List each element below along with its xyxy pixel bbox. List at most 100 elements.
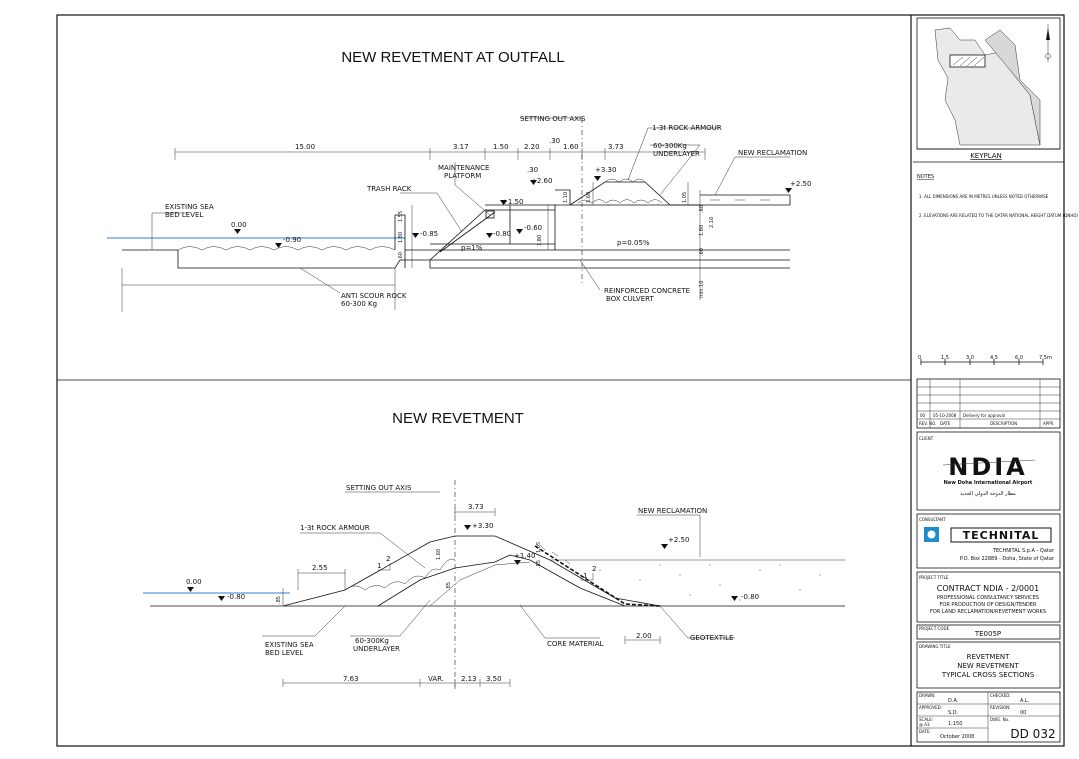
drawing-title-line-1: REVETMENT [967,653,1010,661]
section1-title: NEW REVETMENT AT OUTFALL [341,49,564,66]
section2-labels: SETTING OUT AXIS 1-3t ROCK ARMOUR NEW RE… [186,484,759,683]
rev-header-desc: DESCRIPTION [990,421,1017,426]
client-label: CLIENT [919,436,934,441]
vdim-1-10: 1.10 [563,192,569,203]
s2-lvl-minus-0-80-b: -0.80 [741,593,759,601]
drawn-label: DRAWN: [919,693,936,698]
client-box [916,431,1061,511]
lvl-minus-0-85: -0.85 [420,230,438,238]
s1-anti-scour-label-1: ANTI SCOUR ROCK [341,292,407,300]
s2-vdim-85-a: .85 [276,596,282,604]
lvl-plus-1-50: +1.50 [502,198,523,206]
rev-number: 00 [920,413,926,418]
consultant-box [916,513,1061,569]
scale-tick-4: 6.0 [1015,355,1023,361]
section2-dimension-line [282,679,511,687]
s1-existing-sea-label-1: EXISTING SEA [165,203,214,211]
s1-underlayer-label-2: UNDERLAYER [653,150,700,158]
consultant-name: TECHNITAL S.p.A - Qatar [992,548,1055,554]
reclamation-stipple [599,564,821,601]
s1-existing-sea-label-2: BED LEVEL [165,211,203,219]
dim-1-50: 1.50 [493,143,509,151]
revetment-outer-profile [282,535,661,607]
notes-title: NOTES [917,174,934,180]
lvl-minus-0-90: -0.90 [283,236,301,244]
scale-tick-0: 0 [918,355,921,361]
s2-existing-sea-label-1: EXISTING SEA [265,641,314,649]
s1-maintenance-label-2: PLATFORM [444,172,481,180]
dim-30-a: .30 [549,137,560,145]
consultant-address: P.O. Box 22889 - Doha, State of Qatar [960,556,1055,562]
dim-30-b: .30 [527,166,538,174]
rev-header-appr: APPR. [1043,421,1054,426]
project-line-3: FOR LAND RECLAMATION/REVETMENT WORKS [930,609,1046,615]
dim-15-00: 15.00 [295,143,315,151]
vdim-60-a: .60 [398,252,404,260]
s2-dim-3-50: 3.50 [486,675,502,683]
s2-existing-sea-label-2: BED LEVEL [265,649,303,657]
s2-vdim-85-b: .85 [536,560,542,568]
section1-labels: SETTING OUT AXIS 1-3t ROCK ARMOUR 60-300… [165,115,811,308]
s2-dim-3-73: 3.73 [468,503,484,511]
trash-rack [429,209,555,261]
note-1: 1. ALL DIMENSIONS ARE IN METRES UNLESS N… [919,194,1049,199]
s1-maintenance-label-1: MAINTENANCE [438,164,489,172]
underlayer-profile [377,554,626,607]
maintenance-platform [485,189,571,250]
s2-slope-1a: 1 [377,562,381,570]
consultant-label: CONSULTANT [919,517,946,522]
consultant-logo: TECHNITAL [963,529,1040,542]
slope-p1: p=1% [461,244,483,252]
rev-header-date: DATE [940,421,951,426]
drawn-value: D.A. [948,698,959,704]
dim-3-17: 3.17 [453,143,469,151]
project-title-box [916,571,1061,623]
scale-bar [920,359,1044,365]
s2-slope-2a: 2 [386,555,390,563]
level-markers [234,176,792,248]
scale-a3: @ A3 [919,722,930,727]
reclamation-fill [555,194,791,206]
project-code: TE005P [974,630,1001,638]
drawing-title-label: DRAWING TITLE [919,644,951,649]
approved-value: S.D. [948,710,959,716]
s2-dim-2-55: 2.55 [312,564,328,572]
s1-underlayer-label-1: 60-300Kg [653,142,687,150]
s2-dim-2-13: 2.13 [461,675,477,683]
section2-title: NEW REVETMENT [392,410,524,427]
vdim-2-10: 2.10 [709,217,715,228]
sea-bed-profile [122,249,790,269]
geotextile-line [534,545,661,607]
s2-vdim-85-c: .85 [446,582,452,590]
slope-p005: p=0.05% [617,239,650,247]
s2-slope-1b: 1 [583,572,587,580]
vdim-60-b: .60 [699,205,705,213]
revision-label: REVISION: [990,705,1010,710]
rev-date: 05-10-2008 [933,413,957,418]
scale-value: 1:150 [948,721,962,727]
title-block: KEYPLAN NOTES 1. ALL DIMENSIONS ARE IN M… [913,17,1078,743]
checked-label: CHECKED: [990,693,1011,698]
section1-drawing [107,117,792,312]
s1-culvert-label-2: BOX CULVERT [606,295,654,303]
s2-vdim-1-60: 1.60 [436,549,442,560]
s2-rock-armour-label: 1-3t ROCK ARMOUR [300,524,370,532]
s2-new-reclamation-label: NEW RECLAMATION [638,507,707,515]
vdim-60-c: .60 [699,248,705,256]
project-title-label: PROJECT TITLE [919,575,949,580]
vdim-1-80-a: 1.80 [398,232,404,243]
s2-lvl-plus-1-40: +1.40 [514,552,535,560]
dim-1-60: 1.60 [563,143,579,151]
s2-dim-7-63: 7.63 [343,675,359,683]
vdim-1-05: 1.05 [682,192,688,203]
drawing-title-line-2: NEW REVETMENT [957,662,1019,670]
rev-header-rev: REV. NO. [919,421,936,426]
rev-description: Delivery for approval [963,413,1005,418]
drawing-title-box [916,641,1061,689]
s2-lvl-plus-2-50: +2.50 [668,536,689,544]
dim-2-20: 2.20 [524,143,540,151]
core-profile [429,561,531,607]
lvl-0-00: 0.00 [231,221,247,229]
s1-culvert-label-1: REINFORCED CONCRETE [604,287,690,295]
dim-3-73: 3.73 [608,143,624,151]
